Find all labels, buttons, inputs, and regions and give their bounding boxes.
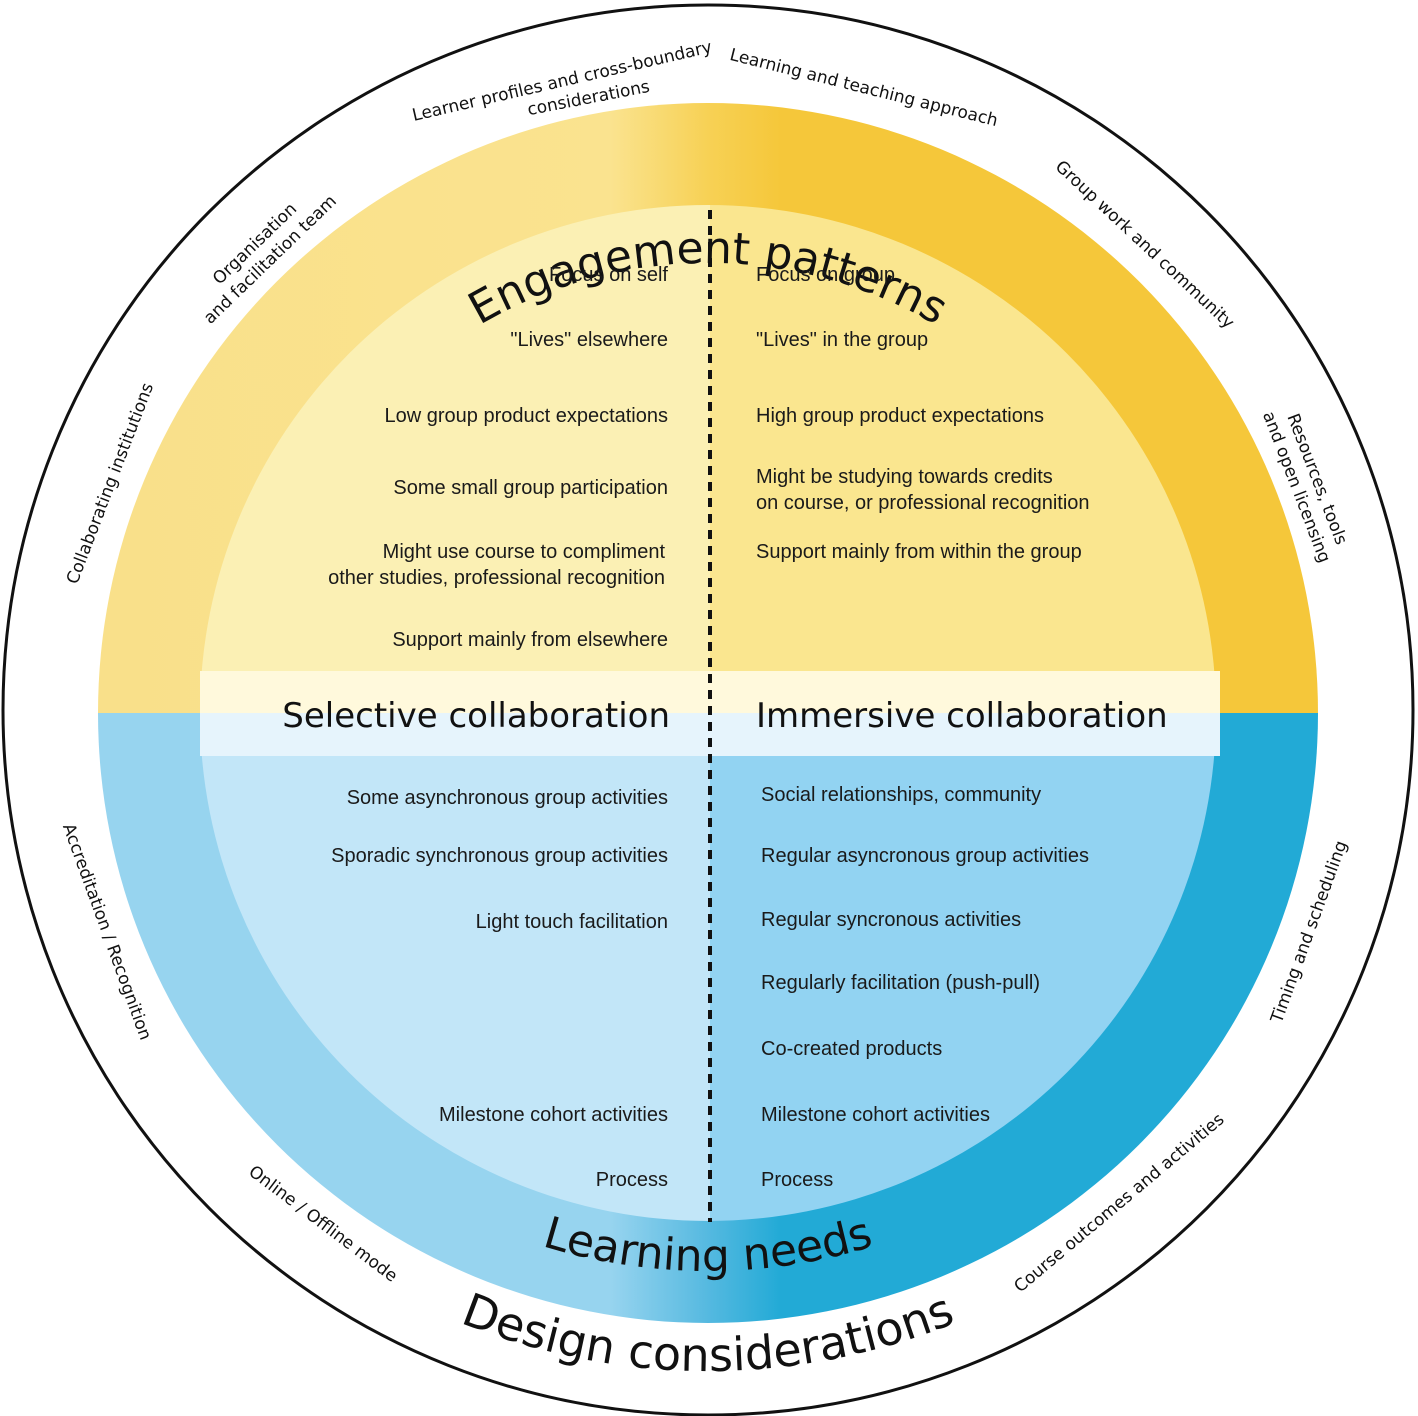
immersive-engagement-item: Focus on group xyxy=(756,264,895,286)
immersive-engagement-item: Might be studying towards credits xyxy=(756,466,1053,488)
immersive-learning-item: Process xyxy=(761,1169,834,1191)
selective-engagement-item: Might use course to compliment xyxy=(382,541,665,563)
selective-engagement-item: Low group product expectations xyxy=(384,405,668,427)
selective-engagement-item: Focus on self xyxy=(549,264,668,286)
immersive-learning-item: Regularly facilitation (push-pull) xyxy=(761,972,1041,994)
selective-collaboration-title: Selective collaboration xyxy=(282,696,670,736)
immersive-learning-item: Co-created products xyxy=(761,1038,943,1060)
immersive-learning-item: Social relationships, community xyxy=(761,784,1042,806)
immersive-learning-item: Regular syncronous activities xyxy=(761,909,1022,931)
immersive-collaboration-title: Immersive collaboration xyxy=(756,696,1168,736)
immersive-learning-item: Regular asyncronous group activities xyxy=(761,845,1089,867)
title-band-blue xyxy=(200,713,1220,756)
immersive-engagement-item: "Lives" in the group xyxy=(756,329,929,351)
selective-learning-item: Some asynchronous group activities xyxy=(346,787,668,809)
selective-learning-item: Sporadic synchronous group activities xyxy=(331,845,668,867)
selective-learning-item: Process xyxy=(595,1169,668,1191)
immersive-engagement-item: High group product expectations xyxy=(756,405,1044,427)
immersive-learning-item: Milestone cohort activities xyxy=(761,1104,990,1126)
selective-learning-item: Light touch facilitation xyxy=(475,911,668,933)
selective-engagement-item: "Lives" elsewhere xyxy=(510,329,668,351)
selective-engagement-item: Support mainly from elsewhere xyxy=(392,629,668,651)
immersive-engagement-item: on course, or professional recognition xyxy=(756,492,1090,514)
selective-learning-item: Milestone cohort activities xyxy=(439,1104,668,1126)
selective-engagement-item: other studies, professional recognition xyxy=(328,567,665,589)
immersive-engagement-item: Support mainly from within the group xyxy=(756,541,1082,563)
selective-engagement-item: Some small group participation xyxy=(393,477,668,499)
